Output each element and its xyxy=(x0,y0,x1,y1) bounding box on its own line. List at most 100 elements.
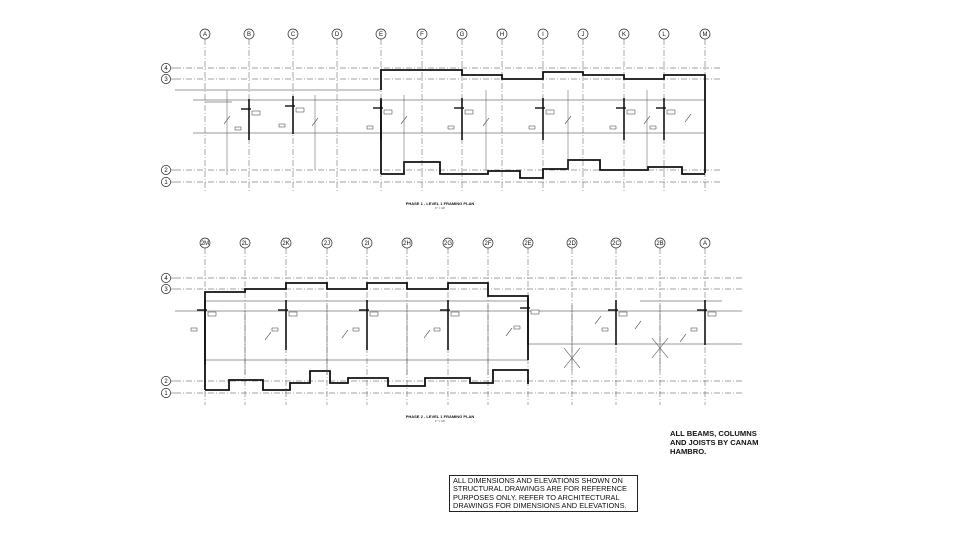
grid-label-column: J xyxy=(582,32,585,38)
grid-bubble-column xyxy=(280,237,292,249)
tag-box xyxy=(707,311,717,317)
tag-box xyxy=(207,311,217,317)
supplier-note-line: ALL BEAMS, COLUMNS xyxy=(670,429,757,438)
grid-label-row: 4 xyxy=(164,66,168,72)
grid-bubble-column xyxy=(610,237,622,249)
tag-box xyxy=(383,109,393,115)
tag-box xyxy=(288,311,298,317)
tag-box xyxy=(666,109,676,115)
grid-bubble-column xyxy=(537,28,549,40)
grid-bubble-column xyxy=(456,28,468,40)
grid-label-column: A xyxy=(203,32,207,38)
joist-tick xyxy=(505,327,513,337)
grid-label-column: B xyxy=(247,32,251,38)
joist-tick xyxy=(341,329,349,339)
grid-bubble-column xyxy=(199,28,211,40)
grid-bubble-column xyxy=(416,28,428,40)
grid-label-column: E xyxy=(379,32,383,38)
grid-label-column: 2I xyxy=(364,241,369,247)
grid-bubble-row xyxy=(161,74,171,84)
grid-bubble-row xyxy=(161,63,171,73)
general-note-line: STRUCTURAL DRAWINGS ARE FOR REFERENCE xyxy=(453,484,627,494)
grid-bubble-column xyxy=(375,28,387,40)
joist-tick xyxy=(423,329,431,339)
tag-box xyxy=(530,309,540,315)
grid-label-column: I xyxy=(542,32,544,38)
grid-label-row: 2 xyxy=(164,168,168,174)
wall-outline xyxy=(380,69,706,173)
tag-box xyxy=(618,311,628,317)
joist-tick xyxy=(634,320,642,330)
wall-outline xyxy=(205,369,529,391)
grid-bubble-column xyxy=(321,237,333,249)
grid-label-column: 2H xyxy=(403,241,411,247)
grid-bubble-column xyxy=(482,237,494,249)
general-dimensions-note: ALL DIMENSIONS AND ELEVATIONS SHOWN ON S… xyxy=(449,475,638,512)
grid-label-column: 2L xyxy=(242,241,249,247)
grid-label-column: G xyxy=(460,32,465,38)
supplier-note-line: HAMBRO. xyxy=(670,446,707,456)
plan2-title: PHASE 2 - LEVEL 1 FRAMING PLAN xyxy=(406,414,475,419)
grid-label-column: D xyxy=(335,32,340,38)
grid-bubble-column xyxy=(199,237,211,249)
tag-box xyxy=(528,125,536,130)
grid-bubble-column xyxy=(496,28,508,40)
grid-label-row: 1 xyxy=(164,391,168,397)
plan1-title: PHASE 1 - LEVEL 1 FRAMING PLAN xyxy=(406,201,475,206)
tag-box xyxy=(601,327,609,332)
tag-box xyxy=(545,109,555,115)
grid-bubble-row xyxy=(161,376,171,386)
tag-box xyxy=(609,125,617,130)
grid-label-column: 2K xyxy=(282,241,289,247)
grid-bubble-column xyxy=(243,28,255,40)
grid-label-column: M xyxy=(703,32,708,38)
grid-bubble-column xyxy=(331,28,343,40)
grid-label-column: K xyxy=(622,32,626,38)
grid-bubble-row xyxy=(161,165,171,175)
grid-label-column: F xyxy=(420,32,424,38)
grid-label-column: 2E xyxy=(524,241,531,247)
tag-box xyxy=(278,123,286,128)
tag-box xyxy=(464,109,474,115)
joist-tick xyxy=(594,315,602,325)
grid-bubble-column xyxy=(287,28,299,40)
general-note-line: PURPOSES ONLY. REFER TO ARCHITECTURAL xyxy=(453,492,620,502)
grid-label-column: 2M xyxy=(201,241,209,247)
grid-label-column: 2D xyxy=(568,241,576,247)
grid-bubble-row xyxy=(161,388,171,398)
supplier-note: ALL BEAMS, COLUMNS AND JOISTS BY CANAM H… xyxy=(670,429,790,456)
wall-outline xyxy=(381,159,705,179)
tag-box xyxy=(690,327,698,332)
tag-box xyxy=(366,125,374,130)
tag-box xyxy=(626,109,636,115)
tag-box xyxy=(447,125,455,130)
grid-label-row: 4 xyxy=(164,276,168,282)
wall-outline xyxy=(204,282,529,390)
grid-label-row: 1 xyxy=(164,180,168,186)
grid-bubble-column xyxy=(401,237,413,249)
opening-x xyxy=(651,337,669,359)
grid-label-column: 2F xyxy=(484,241,491,247)
joist-tick xyxy=(264,331,272,341)
grid-bubble-row xyxy=(161,177,171,187)
grid-bubble-column xyxy=(699,237,711,249)
grid-label-row: 3 xyxy=(164,77,168,83)
plan1-scale: 1" = 10' xyxy=(435,206,445,210)
tag-box xyxy=(369,311,379,317)
grid-bubble-row xyxy=(161,284,171,294)
tag-box xyxy=(190,327,198,332)
general-note-line: ALL DIMENSIONS AND ELEVATIONS SHOWN ON xyxy=(453,476,623,485)
grid-bubble-column xyxy=(566,237,578,249)
grid-label-column: H xyxy=(500,32,504,38)
grid-bubble-column xyxy=(699,28,711,40)
grid-label-column: 2B xyxy=(656,241,663,247)
grid-label-row: 3 xyxy=(164,287,168,293)
tag-box xyxy=(234,126,242,131)
joist-tick xyxy=(679,333,687,343)
tag-box xyxy=(513,325,521,330)
opening-x xyxy=(563,347,581,369)
supplier-note-line: AND JOISTS BY CANAM xyxy=(670,437,759,447)
plan2-scale: 1" = 10' xyxy=(435,419,445,423)
grid-bubble-column xyxy=(442,237,454,249)
